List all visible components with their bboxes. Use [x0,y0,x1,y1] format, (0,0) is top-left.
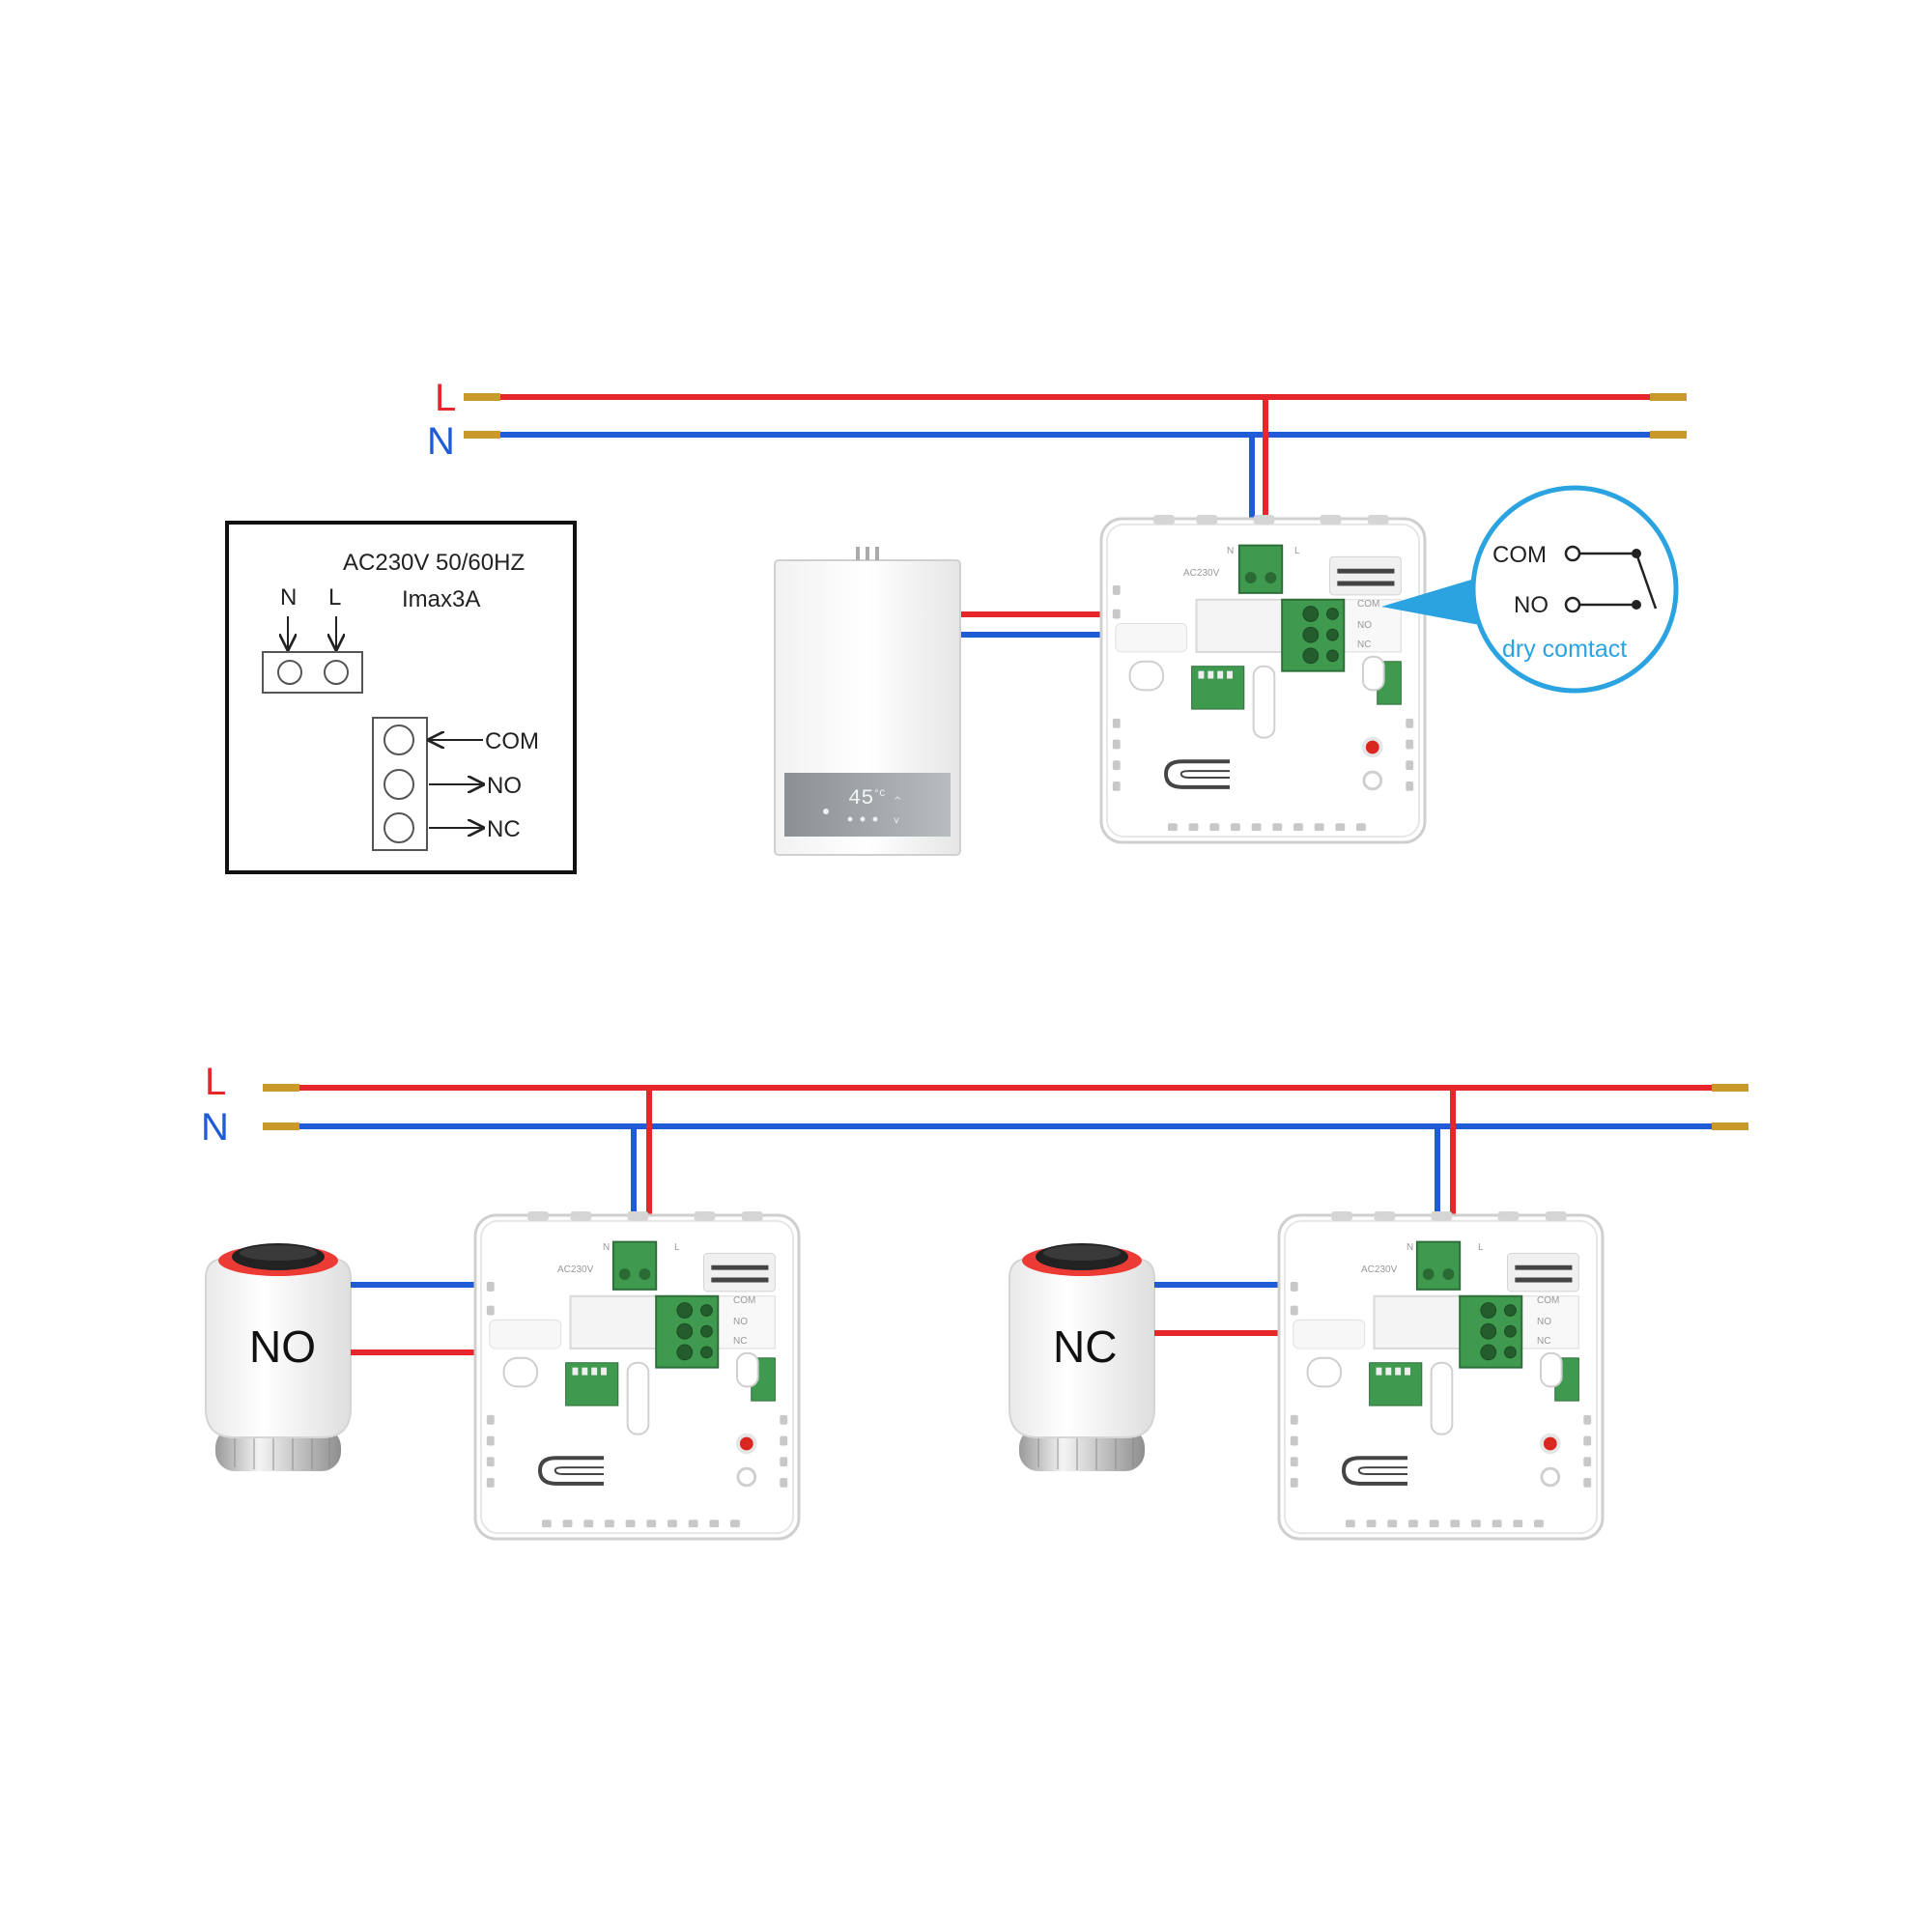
bottom-live-label: L [205,1061,226,1103]
actuator-nc: NC [1009,1242,1155,1472]
bottom-neutral-label: N [201,1106,229,1149]
spec-current: Imax3A [402,586,480,612]
callout-com: COM [1492,542,1547,568]
thermostat-left-nc-label: NC [733,1336,747,1347]
thermostat-right-no-label: NO [1537,1317,1551,1327]
thermostat-right-l-label: L [1478,1242,1484,1253]
thermostat-bottom-right: AC230V N L COM NO NC [1279,1211,1603,1539]
thermostat-top-no-label: NO [1357,620,1372,631]
thermostat-top-n-label: N [1227,546,1234,556]
thermostat-right-com-label: COM [1537,1295,1559,1306]
thermostat-top-nc-label: NC [1357,639,1371,650]
actuator-nc-label: NC [1053,1321,1117,1372]
callout-caption: dry comtact [1502,636,1627,663]
spec-n-label: N [280,584,297,611]
thermostat-left-no-label: NO [733,1317,748,1327]
spec-com: COM [485,728,539,754]
boiler-icon: 45°C ^ v [774,547,961,856]
thermostat-left-supply-label: AC230V [557,1264,594,1275]
boiler-display: 45°C [848,786,885,810]
actuator-no-label: NO [249,1321,316,1372]
top-neutral-label: N [427,420,455,463]
thermostat-right-supply-label: AC230V [1361,1264,1398,1275]
thermostat-top-supply-label: AC230V [1183,568,1220,579]
top-neutral-bus [464,431,1687,439]
actuator-no: NO [205,1242,352,1472]
thermostat-right-nc-label: NC [1537,1336,1550,1347]
spec-box: AC230V 50/60HZ Imax3A N L COM NO NC [225,521,577,874]
thermostat-left-l-label: L [674,1242,680,1253]
thermostat-right-n-label: N [1406,1242,1413,1253]
thermostat-top-com-label: COM [1357,599,1379,610]
thermostat-top: AC230V N L COM NO NC [1101,515,1425,842]
spec-rating: AC230V 50/60HZ [343,550,525,576]
dry-contact-callout: COM NO dry comtact [1381,485,1679,694]
spec-l-label: L [328,584,341,611]
bottom-neutral-bus [263,1122,1748,1130]
spec-no: NO [487,773,522,799]
svg-text:v: v [894,815,899,826]
svg-text:^: ^ [894,796,901,807]
bottom-live-bus [263,1084,1748,1092]
thermostat-top-l-label: L [1294,546,1300,556]
thermostat-bottom-left: AC230V N L COM NO NC [475,1211,799,1539]
thermostat-left-com-label: COM [733,1295,755,1306]
spec-nc: NC [487,816,521,842]
thermostat-left-n-label: N [603,1242,610,1253]
top-live-label: L [435,377,456,419]
callout-no: NO [1514,592,1548,618]
top-live-bus [464,393,1687,401]
